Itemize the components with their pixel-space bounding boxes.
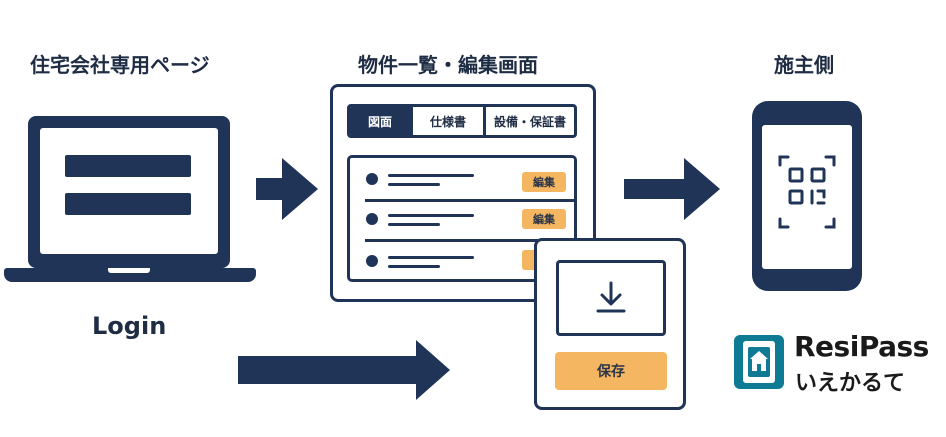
logo-wordmark: ResiPass xyxy=(794,330,929,363)
bullet-dot xyxy=(366,255,378,267)
tab-specifications[interactable]: 仕様書 xyxy=(410,107,483,135)
text-line xyxy=(388,265,440,268)
resipass-logo-icon xyxy=(734,335,784,389)
house-icon xyxy=(743,341,775,383)
edit-button[interactable]: 編集 xyxy=(522,209,566,229)
text-line xyxy=(388,223,440,226)
download-icon xyxy=(596,281,626,313)
phone-screen xyxy=(762,125,852,269)
bullet-dot xyxy=(366,173,378,185)
text-line xyxy=(388,214,474,217)
text-line xyxy=(388,256,474,259)
edit-button[interactable]: 編集 xyxy=(522,172,566,192)
arrow-right-icon xyxy=(256,158,318,220)
tab-equipment-warranty[interactable]: 設備・保証書 xyxy=(483,107,574,135)
document-tabs: 図面 仕様書 設備・保証書 xyxy=(347,104,577,138)
property-edit-heading: 物件一覧・編集画面 xyxy=(358,53,538,77)
login-field-bar xyxy=(65,155,191,177)
laptop-display xyxy=(40,128,218,254)
row-divider xyxy=(365,239,575,242)
tab-drawings[interactable]: 図面 xyxy=(350,107,410,135)
text-line xyxy=(388,174,474,177)
password-field-bar xyxy=(65,193,191,215)
arrow-right-icon xyxy=(238,340,450,400)
owner-side-heading: 施主側 xyxy=(774,53,834,77)
save-button[interactable]: 保存 xyxy=(555,352,667,390)
row-divider xyxy=(365,199,575,202)
qr-scan-icon xyxy=(778,155,836,229)
text-line xyxy=(388,183,440,186)
arrow-right-icon xyxy=(624,158,720,220)
bullet-dot xyxy=(366,213,378,225)
download-area[interactable] xyxy=(556,260,666,336)
builder-page-heading: 住宅会社専用ページ xyxy=(30,53,210,77)
login-label: Login xyxy=(92,312,167,340)
laptop-base xyxy=(4,268,256,282)
logo-subtitle: いえかるて xyxy=(795,371,906,396)
laptop-notch xyxy=(108,268,150,273)
